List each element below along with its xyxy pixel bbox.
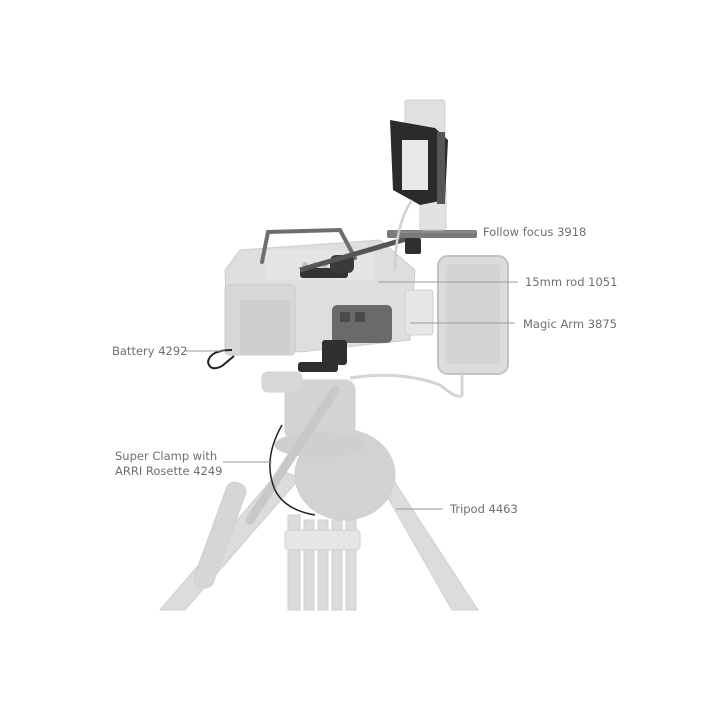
tripod-graphic xyxy=(158,371,479,611)
top-handle-graphic xyxy=(260,227,357,264)
callout-battery: Battery 4292 xyxy=(112,344,188,358)
clamp-cable-graphic xyxy=(269,424,316,516)
callout-super-clamp: Super Clamp with ARRI Rosette 4249 xyxy=(115,449,225,479)
callout-follow-focus: Follow focus 3918 xyxy=(483,225,587,239)
callout-super-clamp-line1: Super Clamp with xyxy=(115,449,218,463)
callout-tripod: Tripod 4463 xyxy=(450,502,518,516)
callout-super-clamp-line2: ARRI Rosette 4249 xyxy=(115,464,223,478)
leader-lines xyxy=(184,231,518,510)
callout-magic-arm: Magic Arm 3875 xyxy=(523,317,617,331)
side-monitor-graphic xyxy=(349,255,509,398)
callout-15mm-rod: 15mm rod 1051 xyxy=(525,275,618,289)
monitor-hood-graphic xyxy=(390,99,448,271)
cage-accessories-graphic xyxy=(298,230,477,372)
